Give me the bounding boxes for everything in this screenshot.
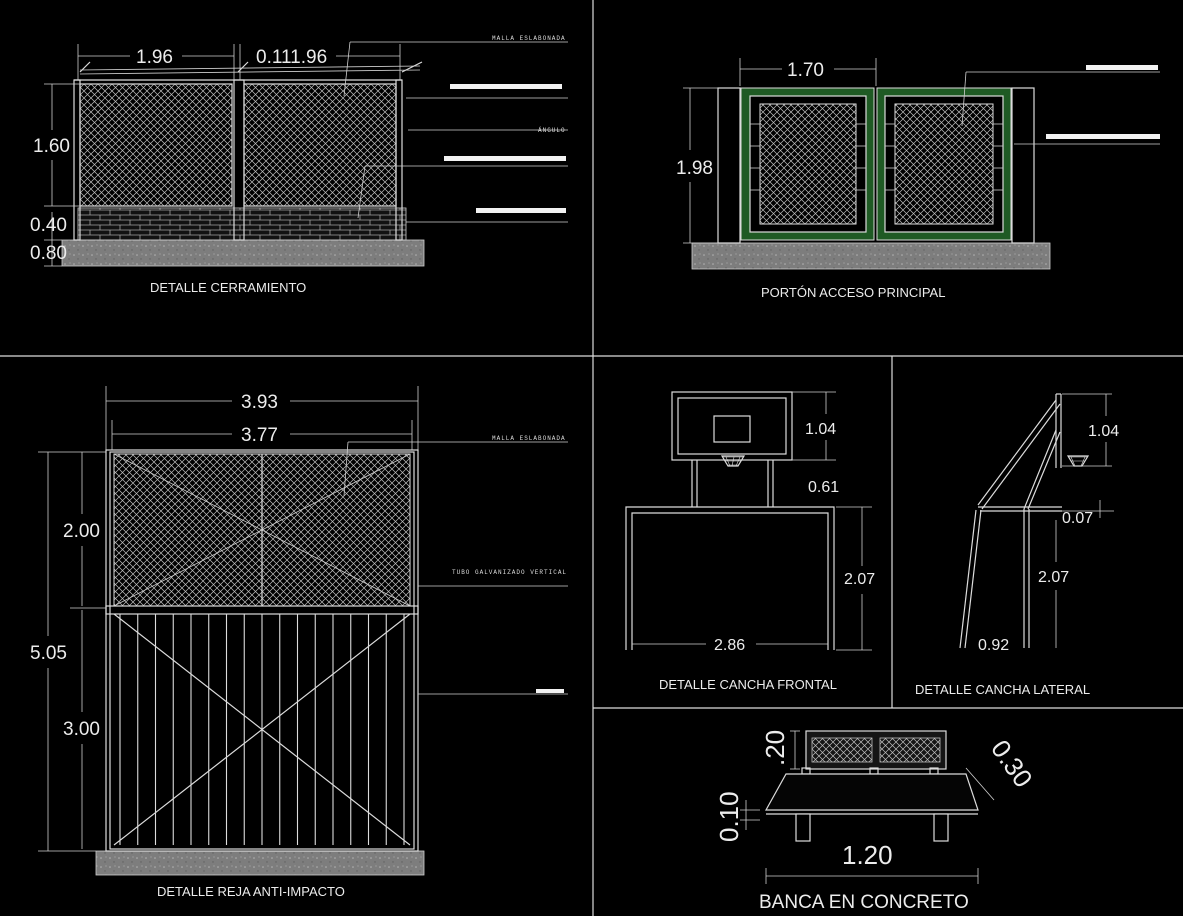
lateral-dim-base: 0.92: [978, 637, 1009, 654]
frontal-dim-gap: 0.61: [808, 479, 839, 496]
panel-cancha-frontal: 1.04 0.61 2.07 2.86 DETALLE CANCHA FRONT…: [625, 391, 875, 692]
banca-dim-seat: 0.10: [714, 791, 744, 842]
banca-dim-length: 1.20: [842, 840, 893, 870]
cerramiento-note-angulo: ÁNGULO: [538, 127, 566, 134]
lateral-dim-offset: 0.07: [1062, 510, 1093, 527]
banca-dim-back: .20: [760, 730, 790, 766]
cerramiento-base: [61, 239, 425, 267]
banca-leg-left: [795, 813, 811, 842]
reja-dim-h-total: 5.05: [30, 643, 67, 664]
porton-dim-height: 1.98: [676, 158, 713, 179]
porton-dim-width: 1.70: [787, 60, 824, 81]
frontal-dim-height: 2.07: [844, 571, 875, 588]
banca-dim-depth: 0.30: [985, 734, 1039, 793]
panel-cancha-lateral: 1.04 0.07 2.07 0.92 DETALLE CANCHA LATER…: [915, 393, 1119, 697]
banca-leg-right: [933, 813, 949, 842]
cerramiento-dim-h-base: 0.80: [30, 243, 67, 264]
panel-porton: 1.70 1.98 PORTÓN ACCESO PRINCIPAL: [676, 58, 1160, 300]
reja-dim-h-top: 2.00: [63, 521, 100, 542]
porton-title: PORTÓN ACCESO PRINCIPAL: [761, 285, 945, 300]
cerramiento-dim-h-mesh: 1.60: [33, 136, 70, 157]
frontal-title: DETALLE CANCHA FRONTAL: [659, 677, 837, 692]
panel-reja: 3.93 3.77 5.05 2.00 3.00 MALLA ESLABONAD…: [30, 386, 568, 899]
cerramiento-dim-w2: 0.111.96: [256, 47, 327, 68]
reja-base: [95, 850, 425, 876]
reja-dim-h-bottom: 3.00: [63, 719, 100, 740]
cerramiento-dim-h-wall: 0.40: [30, 215, 67, 236]
reja-vertical-bars: [119, 614, 405, 845]
reja-note-tubo: TUBO GALVANIZADO VERTICAL: [452, 569, 567, 576]
reja-dim-outer: 3.93: [241, 392, 278, 413]
frontal-dim-width: 2.86: [714, 637, 745, 654]
banca-seat: [764, 773, 979, 811]
cerramiento-mesh-left: [79, 83, 233, 207]
banca-title: BANCA EN CONCRETO: [759, 892, 969, 913]
lateral-title: DETALLE CANCHA LATERAL: [915, 682, 1090, 697]
reja-title: DETALLE REJA ANTI-IMPACTO: [157, 884, 345, 899]
cerramiento-brick-wall: [77, 207, 407, 241]
frontal-dim-board: 1.04: [805, 421, 836, 438]
cerramiento-note-malla: MALLA ESLABONADA: [492, 35, 566, 42]
panel-cerramiento: 1.96 0.111.96 1.60 0.40 0.80 MALLA ESLAB…: [30, 35, 568, 295]
lateral-dim-height: 2.07: [1038, 569, 1069, 586]
reja-dim-inner: 3.77: [241, 425, 278, 446]
cerramiento-mesh-right: [243, 83, 397, 207]
porton-base: [691, 242, 1051, 270]
cerramiento-title: DETALLE CERRAMIENTO: [150, 280, 306, 295]
panel-banca: .20 0.30 0.10 1.20 BANCA EN CONCRETO: [714, 730, 1039, 913]
lateral-dim-board: 1.04: [1088, 423, 1119, 440]
reja-note-malla: MALLA ESLABONADA: [492, 435, 566, 442]
cerramiento-dim-w1: 1.96: [136, 47, 173, 68]
